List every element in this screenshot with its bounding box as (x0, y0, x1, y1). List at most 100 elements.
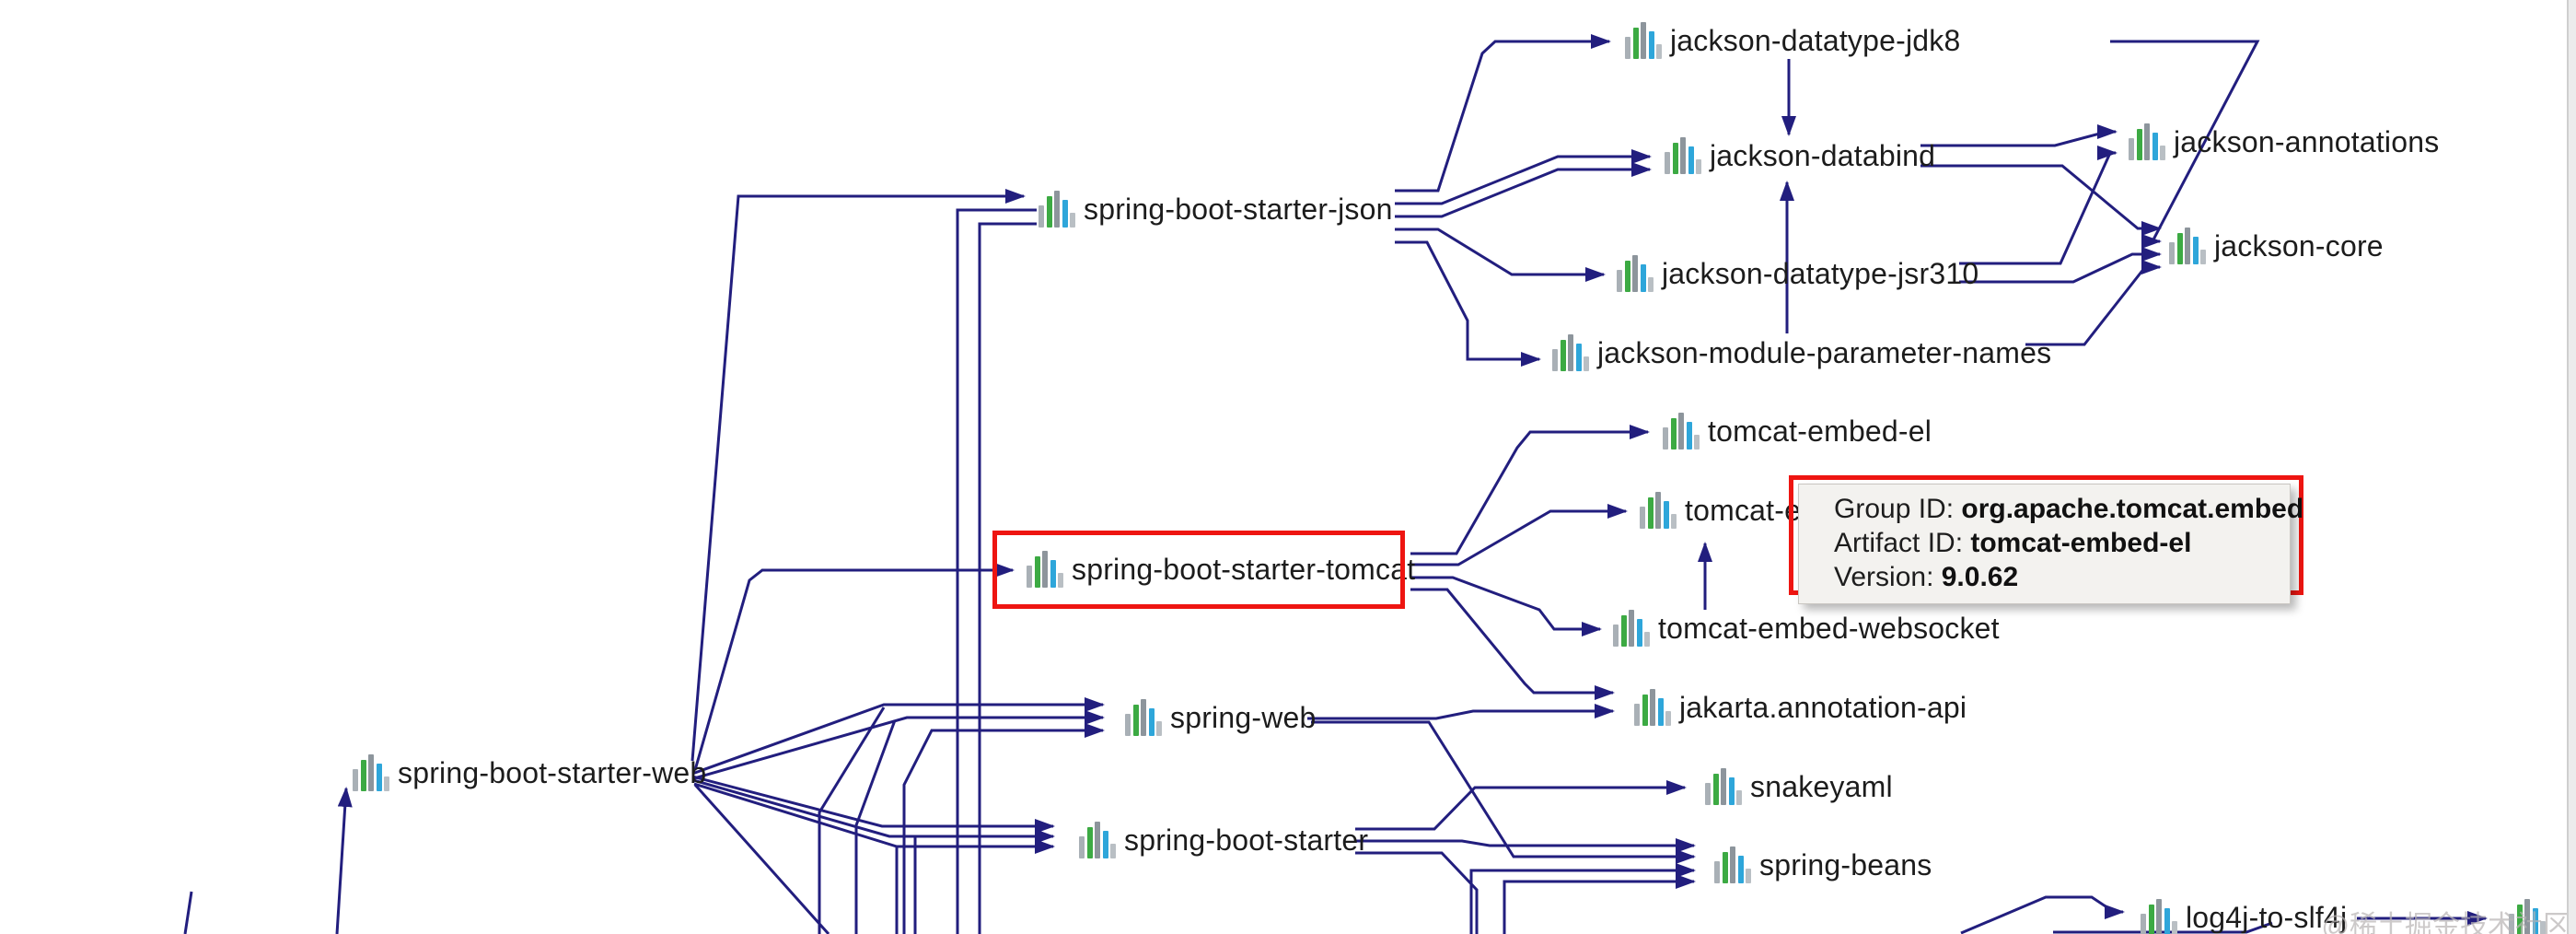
dep-node-tomcat-embed-websocket[interactable]: tomcat-embed-websocket (1613, 610, 2000, 647)
dep-node-tomcat-embed-el[interactable]: tomcat-embed-el (1663, 413, 1932, 449)
edge-offscreen-bottom-to-offscreen-left (183, 891, 193, 934)
artifact-bar-chart-icon (1552, 334, 1589, 371)
edge-spring-boot-starter-json-to-jackson-databind (1395, 162, 1652, 218)
edge-offscreen-bottom-to-spring-boot-starter-json (956, 208, 1037, 934)
dep-node-jackson-annotations[interactable]: jackson-annotations (2129, 123, 2439, 160)
artifact-bar-chart-icon (1613, 610, 1650, 647)
edge-spring-boot-starter-tomcat-to-jakarta.annotation-api (1410, 588, 1615, 700)
dep-node-unlabeled-edge-node[interactable] (2509, 899, 2546, 934)
artifact-bar-chart-icon (1714, 846, 1751, 883)
dep-node-label: tomcat-embed-el (1708, 414, 1932, 448)
edge-jackson-databind-to-jackson-annotations (1920, 124, 2118, 147)
edge-offscreen-bottom-to-spring-web (902, 723, 1105, 934)
dep-node-jackson-databind[interactable]: jackson-databind (1665, 137, 1935, 174)
edge-spring-boot-starter-tomcat-to-tomcat-embed-core (1410, 504, 1628, 566)
edge-spring-boot-starter-json-to-jackson-databind (1395, 149, 1652, 205)
edge-offscreen-bottom-to-spring-beans (1503, 874, 1696, 934)
dep-node-label: tomcat-embed-websocket (1658, 612, 2000, 645)
dep-node-jakarta.annotation-api[interactable]: jakarta.annotation-api (1634, 689, 1967, 726)
window-edge-strip (2567, 0, 2576, 934)
dep-node-label: log4j-to-slf4j (2186, 901, 2348, 934)
edge-spring-web-to-spring-beans (1311, 720, 1696, 864)
dep-node-label: jackson-datatype-jsr310 (1662, 257, 1979, 290)
artifact-bar-chart-icon (1617, 255, 1654, 292)
dep-node-spring-beans[interactable]: spring-beans (1714, 846, 1932, 883)
tooltip-group-id-row: Group ID: org.apache.tomcat.embed (1834, 492, 2303, 526)
edge-offscreen-bottom-to-crossing-trunk (854, 719, 897, 934)
artifact-bar-chart-icon (2129, 123, 2165, 160)
dep-node-label: spring-boot-starter (1124, 823, 1369, 857)
edge-spring-boot-starter-web-to-spring-boot-starter (691, 775, 1055, 834)
edge-jackson-module-parameter-names-to-jackson-core (2025, 260, 2162, 346)
dep-node-label: jackson-databind (1710, 139, 1936, 172)
edge-offscreen-bottom-to-spring-beans (1469, 863, 1696, 934)
dep-node-spring-boot-starter-web[interactable]: spring-boot-starter-web (353, 754, 706, 791)
artifact-bar-chart-icon (2169, 228, 2206, 264)
artifact-bar-chart-icon (1634, 689, 1671, 726)
edge-spring-boot-starter-to-offscreen-bottom (1355, 851, 1479, 934)
artifact-tooltip: Group ID: org.apache.tomcat.embed Artifa… (1789, 475, 2303, 604)
edge-spring-boot-starter-web-to-spring-web (693, 710, 1105, 780)
artifact-bar-chart-icon (2509, 899, 2546, 934)
dep-node-snakeyaml[interactable]: snakeyaml (1705, 768, 1893, 805)
edge-offscreen-bottom-to-spring-boot-starter-web (335, 787, 353, 934)
dep-node-label: jackson-core (2214, 229, 2384, 263)
edge-spring-web-to-jakarta.annotation-api (1307, 704, 1615, 720)
edge-spring-boot-starter-tomcat-to-tomcat-embed-websocket (1410, 576, 1602, 636)
dep-node-spring-boot-starter-tomcat[interactable]: spring-boot-starter-tomcat (1027, 551, 1415, 588)
dep-node-label: spring-boot-starter-web (398, 756, 707, 789)
artifact-bar-chart-icon (2141, 899, 2177, 934)
artifact-bar-chart-icon (1625, 22, 1662, 59)
tooltip-artifact-id-row: Artifact ID: tomcat-embed-el (1834, 526, 2268, 560)
artifact-bar-chart-icon (1663, 413, 1700, 449)
dep-node-jackson-core[interactable]: jackson-core (2169, 228, 2384, 264)
edge-jackson-datatype-jdk8-to-jackson-core (2110, 40, 2260, 249)
tooltip-version-value: 9.0.62 (1941, 562, 2019, 592)
artifact-bar-chart-icon (1705, 768, 1742, 805)
dep-node-jackson-datatype-jsr310[interactable]: jackson-datatype-jsr310 (1617, 255, 1978, 292)
artifact-bar-chart-icon (1640, 492, 1677, 529)
tooltip-group-id-value: org.apache.tomcat.embed (1961, 494, 2304, 524)
edge-spring-boot-starter-json-to-jackson-module-parameter-names (1395, 240, 1541, 367)
dep-node-spring-boot-starter-json[interactable]: spring-boot-starter-json (1039, 191, 1393, 228)
dep-node-label: snakeyaml (1750, 770, 1893, 803)
dep-node-spring-boot-starter[interactable]: spring-boot-starter (1079, 822, 1368, 858)
dep-node-log4j-to-slf4j[interactable]: log4j-to-slf4j (2141, 899, 2347, 934)
edge-offscreen-bottom-to-log4j-to-slf4j (1960, 895, 2125, 934)
edge-jackson-datatype-jsr310-to-jackson-annotations (1959, 146, 2118, 265)
dep-node-label: jakarta.annotation-api (1679, 691, 1967, 724)
edge-jackson-datatype-jsr310-to-jackson-core (1959, 247, 2162, 284)
edge-spring-boot-starter-json-to-jackson-datatype-jdk8 (1395, 34, 1611, 193)
artifact-bar-chart-icon (1027, 551, 1063, 588)
edge-offscreen-bottom-to-crossing-trunk (818, 706, 886, 934)
dep-node-label: spring-beans (1759, 848, 1932, 881)
dep-node-jackson-module-parameter-names[interactable]: jackson-module-parameter-names (1552, 334, 2051, 371)
edge-spring-boot-starter-web-to-spring-boot-starter (692, 778, 1055, 844)
tooltip-version-row: Version: 9.0.62 (1834, 560, 2268, 594)
dep-node-spring-web[interactable]: spring-web (1125, 699, 1317, 736)
dep-node-label: jackson-module-parameter-names (1597, 336, 2052, 369)
edge-offscreen-bottom-to-spring-boot-starter-json (978, 222, 1037, 934)
tooltip-group-id-label: Group ID: (1834, 494, 1962, 524)
dep-node-label: jackson-datatype-jdk8 (1670, 24, 1961, 57)
artifact-bar-chart-icon (1079, 822, 1116, 858)
dep-node-label: spring-boot-starter-json (1084, 193, 1393, 226)
artifact-bar-chart-icon (1665, 137, 1701, 174)
dep-node-label: spring-boot-starter-tomcat (1072, 553, 1416, 586)
edge-spring-boot-starter-tomcat-to-tomcat-embed-el (1410, 425, 1650, 555)
edge-spring-boot-starter-to-spring-beans (1355, 838, 1696, 853)
edge-spring-boot-starter-web-to-spring-boot-starter (693, 782, 1055, 854)
dep-node-jackson-datatype-jdk8[interactable]: jackson-datatype-jdk8 (1625, 22, 1960, 59)
artifact-bar-chart-icon (353, 754, 389, 791)
tooltip-version-label: Version: (1834, 562, 1942, 592)
dep-node-label: jackson-annotations (2174, 125, 2440, 158)
edge-offscreen-bottom-to-offscreen-right (2053, 921, 2273, 934)
tooltip-artifact-id-value: tomcat-embed-el (1970, 528, 2192, 558)
edge-spring-boot-starter-to-snakeyaml (1355, 780, 1687, 831)
edge-spring-boot-starter-json-to-jackson-datatype-jsr310 (1395, 228, 1606, 282)
artifact-bar-chart-icon (1125, 699, 1162, 736)
edge-spring-boot-starter-web-to-spring-boot-starter-json (690, 189, 1026, 762)
